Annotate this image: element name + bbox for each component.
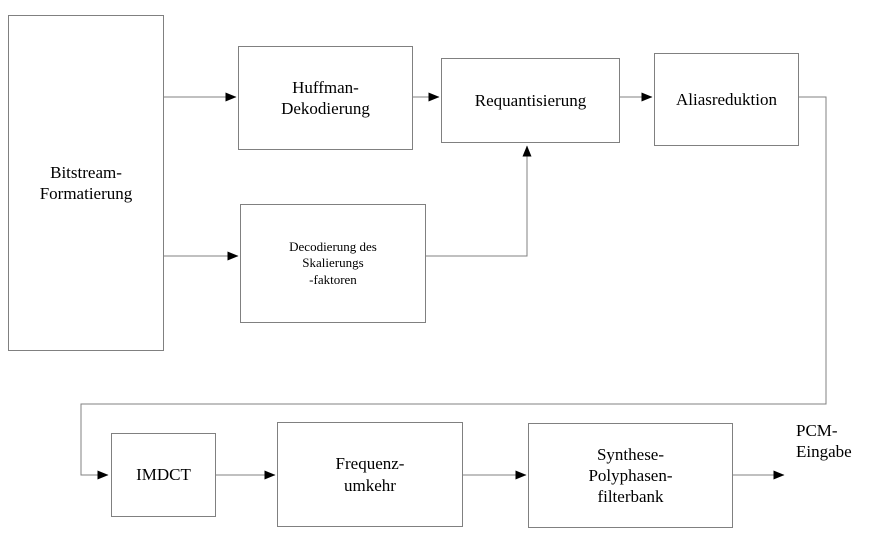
node-label-imdct: IMDCT [136,465,191,485]
node-label-huffman-dekodierung: Huffman- Dekodierung [281,77,370,118]
node-label-aliasreduktion: Aliasreduktion [675,89,778,109]
node-imdct[interactable]: IMDCT [111,433,216,517]
node-aliasreduktion[interactable]: Aliasreduktion [654,53,799,146]
node-huffman-dekodierung[interactable]: Huffman- Dekodierung [238,46,413,150]
connector-alias-to-imdct [80,96,827,480]
node-label-synthese-polyphasenfilterbank: Synthese- Polyphasen- filterbank [588,444,673,507]
connector-scalefactor-to-requant [426,145,532,257]
node-label-decodierung-skalierungsfaktoren: Decodierung des Skalierungs -faktoren [289,239,377,287]
node-bitstream-formatierung[interactable]: Bitstream- Formatierung [8,15,164,351]
node-label-frequenzumkehr: Frequenz- umkehr [335,454,405,495]
node-label-bitstream-formatierung: Bitstream- Formatierung [39,162,133,203]
node-label-requantisierung: Requantisierung [474,90,587,110]
label-pcm-eingabe: PCM- Eingabe [796,421,852,461]
node-decodierung-skalierungsfaktoren[interactable]: Decodierung des Skalierungs -faktoren [240,204,426,323]
node-synthese-polyphasenfilterbank[interactable]: Synthese- Polyphasen- filterbank [528,423,733,528]
node-requantisierung[interactable]: Requantisierung [441,58,620,143]
node-frequenzumkehr[interactable]: Frequenz- umkehr [277,422,463,527]
